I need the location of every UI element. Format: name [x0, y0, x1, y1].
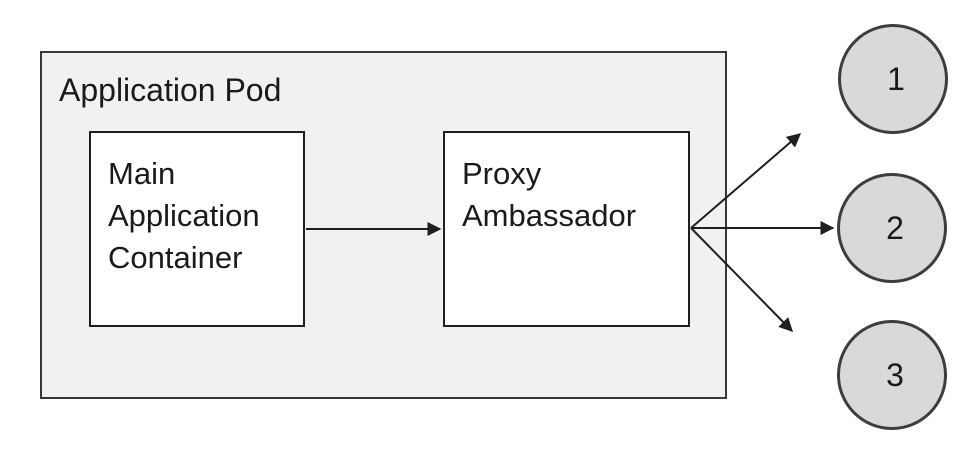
application-pod-label: Application Pod — [59, 72, 282, 108]
endpoint-2-label: 2 — [886, 209, 904, 246]
endpoint-1-label: 1 — [887, 60, 905, 97]
endpoint-circle-1: 1 — [838, 24, 948, 134]
main-application-container-label: Main Application Container — [108, 156, 260, 275]
endpoint-3-label: 3 — [886, 356, 904, 393]
main-application-container-node: Main Application Container — [89, 131, 305, 327]
endpoint-circle-2: 2 — [837, 173, 947, 283]
endpoint-circle-3: 3 — [837, 320, 947, 430]
proxy-ambassador-label: Proxy Ambassador — [462, 156, 637, 233]
proxy-ambassador-node: Proxy Ambassador — [443, 131, 690, 327]
